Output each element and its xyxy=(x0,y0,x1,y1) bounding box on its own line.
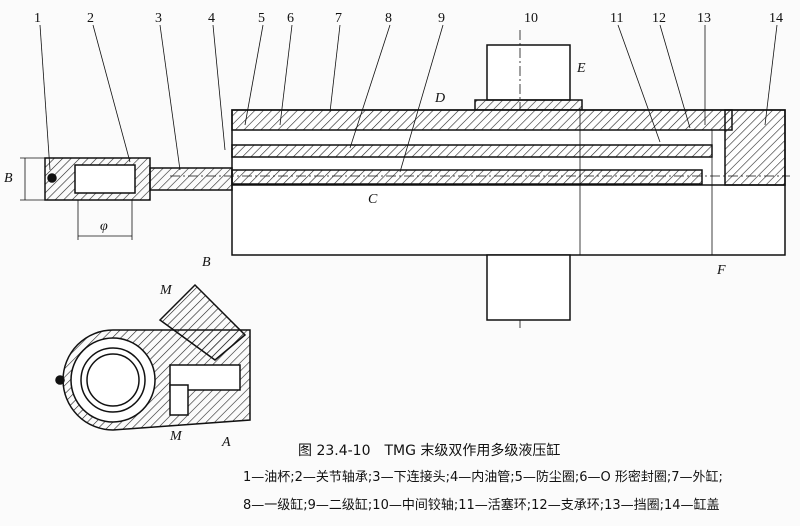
label-2: 2 xyxy=(87,11,94,26)
rod-end xyxy=(44,157,233,201)
label-1: 1 xyxy=(34,11,41,26)
end-view xyxy=(55,283,251,431)
label-M-top: M xyxy=(159,283,173,298)
label-F: F xyxy=(716,263,726,278)
trunnion-top xyxy=(474,30,583,330)
label-11: 11 xyxy=(610,11,623,26)
label-M-bottom: M xyxy=(169,429,183,444)
label-E: E xyxy=(576,61,586,76)
label-B-detail: B xyxy=(202,255,211,270)
letter-labels: B φ D E C F B M M A xyxy=(4,61,726,450)
label-7: 7 xyxy=(335,11,342,26)
label-14: 14 xyxy=(769,11,783,26)
label-8: 8 xyxy=(385,11,392,26)
label-5: 5 xyxy=(258,11,265,26)
figure-title: 图 23.4-10 TMG 末级双作用多级液压缸 xyxy=(298,443,561,459)
dimensions xyxy=(20,157,133,240)
label-13: 13 xyxy=(697,11,711,26)
label-phi: φ xyxy=(100,219,108,234)
figure-legend-line1: 1—油杯;2—关节轴承;3—下连接头;4—内油管;5—防尘圈;6—O 形密封圈;… xyxy=(243,470,723,485)
label-C: C xyxy=(368,192,378,207)
label-9: 9 xyxy=(438,11,445,26)
label-6: 6 xyxy=(287,11,294,26)
part-number-labels: 1 2 3 4 5 6 7 8 9 10 11 12 13 14 xyxy=(34,11,783,26)
label-10: 10 xyxy=(524,11,538,26)
outer-cylinder xyxy=(170,108,790,256)
label-12: 12 xyxy=(652,11,666,26)
figure-legend-line2: 8—一级缸;9—二级缸;10—中间铰轴;11—活塞环;12—支承环;13—挡圈;… xyxy=(243,498,720,513)
label-A: A xyxy=(221,435,231,450)
trunnion-bottom xyxy=(486,254,571,321)
label-3: 3 xyxy=(155,11,162,26)
label-4: 4 xyxy=(208,11,215,26)
leader-lines xyxy=(39,24,778,173)
label-D: D xyxy=(434,91,445,106)
label-B-side: B xyxy=(4,171,13,186)
